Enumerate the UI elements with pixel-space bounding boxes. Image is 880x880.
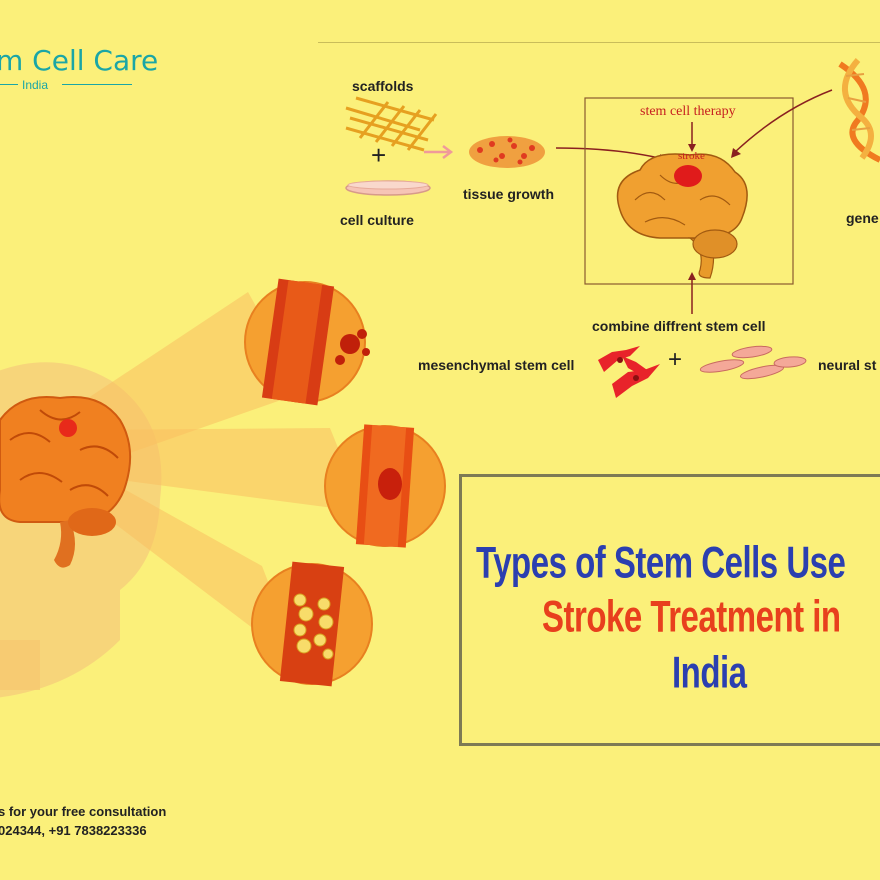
label-mesenchymal: mesenchymal stem cell — [418, 357, 575, 373]
plus-sign-bottom: + — [668, 346, 683, 373]
title-line-2: Stroke Treatment in — [542, 591, 841, 641]
logo-divider-left — [0, 84, 18, 85]
logo-subtitle: India — [22, 78, 49, 92]
header-divider — [318, 42, 880, 43]
left-brain-icon — [0, 396, 132, 568]
logo-name: m Cell Care — [0, 44, 159, 77]
label-stroke: stroke — [678, 150, 705, 162]
title-box: Types of Stem Cells Use Stroke Treatment… — [459, 474, 880, 746]
label-cell-culture: cell culture — [340, 212, 414, 228]
zoom-beam-3 — [90, 470, 300, 664]
zoom-circle-plaque — [251, 561, 373, 687]
stroke-spot — [674, 165, 702, 187]
title-line-3: India — [672, 647, 747, 697]
plus-sign-top: + — [371, 140, 387, 170]
label-scaffolds: scaffolds — [352, 78, 414, 94]
contact-phone[interactable]: 024344, +91 7838223336 — [0, 823, 147, 838]
therapy-box — [584, 97, 794, 285]
mesenchymal-cell-icon — [598, 346, 660, 398]
zoom-circle-clot — [324, 424, 446, 548]
label-stem-cell-therapy: stem cell therapy — [640, 104, 736, 119]
label-gene: gene — [846, 210, 879, 226]
scaffold-mesh-icon — [345, 96, 438, 152]
label-combine: combine diffrent stem cell — [592, 318, 766, 334]
label-neural: neural st — [818, 357, 877, 373]
petri-dish-icon — [345, 180, 431, 196]
tissue-growth-icon — [469, 136, 545, 168]
neural-cell-icon — [699, 345, 807, 380]
zoom-beam-2 — [80, 428, 364, 512]
title-line-1: Types of Stem Cells Use — [476, 537, 846, 587]
label-tissue-growth: tissue growth — [463, 186, 555, 202]
contact-line-1: s for your free consultation — [0, 804, 167, 819]
zoom-circle-hemorrhage — [244, 278, 370, 406]
brain-icon — [616, 153, 748, 279]
arrow-right-icon — [424, 145, 454, 159]
logo-divider-right — [62, 84, 132, 85]
dna-helix-icon — [838, 58, 880, 163]
